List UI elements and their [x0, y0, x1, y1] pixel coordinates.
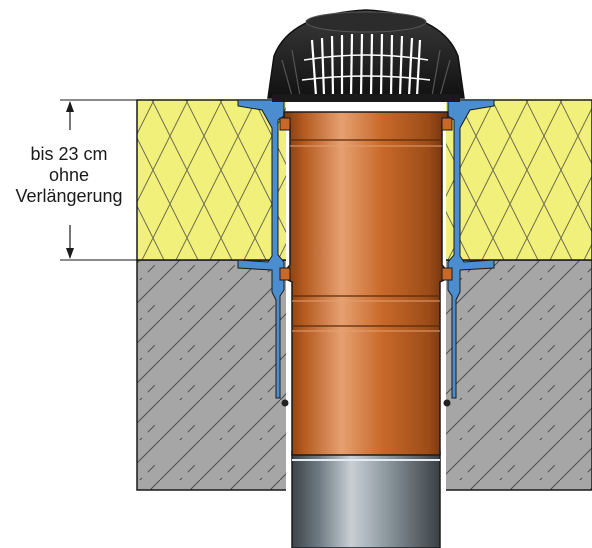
grey-downpipe	[291, 451, 441, 548]
dimension-label-line-3: Verlängerung	[15, 186, 123, 206]
sealing-membrane	[237, 99, 495, 399]
o-ring-seals	[281, 399, 451, 407]
dimension-indicator	[60, 99, 137, 261]
drain-body-pipe	[279, 111, 453, 456]
arrow-up-icon	[66, 101, 74, 112]
dimension-label-line-2: ohne	[48, 165, 90, 185]
arrow-down-icon	[66, 248, 74, 259]
dimension-label-line-1: bis 23 cm	[30, 144, 108, 164]
dimension-label: bis 23 cm ohne Verlängerung	[4, 144, 134, 207]
leaf-grate-dome	[267, 9, 465, 102]
